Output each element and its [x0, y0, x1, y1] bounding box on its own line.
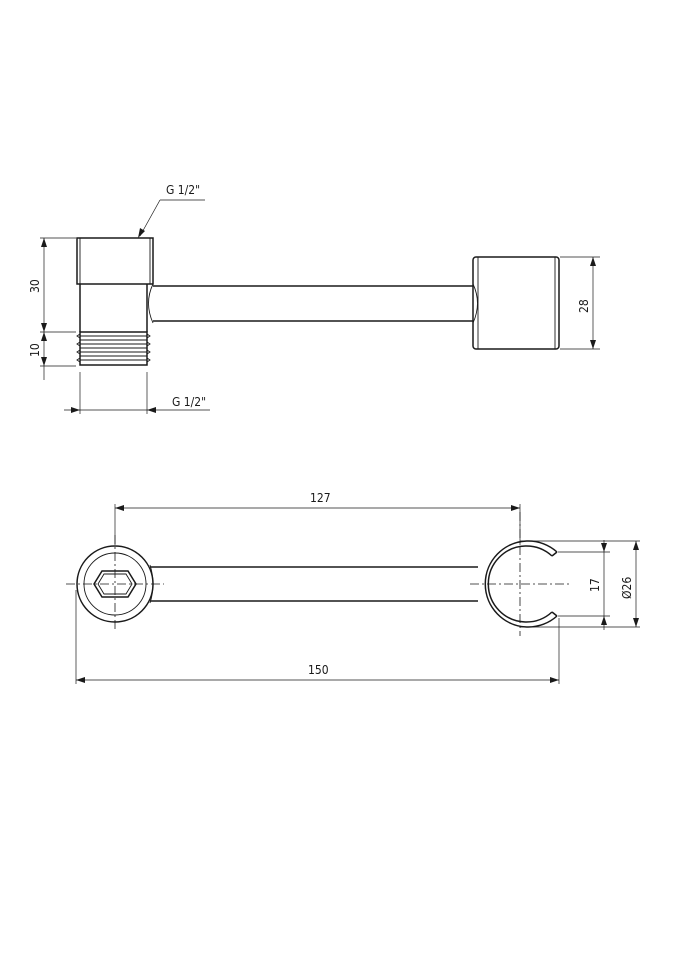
dim-10: 10	[28, 343, 42, 357]
dim-17	[558, 540, 610, 630]
leader-bottom	[64, 372, 210, 414]
dim-30: 30	[28, 279, 42, 293]
collar	[79, 284, 148, 332]
top-view: 127 150 17 Ø26	[66, 491, 640, 684]
thread-label-top: G 1/2"	[166, 183, 200, 197]
dim-127-label: 127	[310, 491, 331, 505]
side-view: G 1/2" G 1/2" 30 10	[28, 183, 600, 414]
dim-127	[114, 504, 521, 545]
dim-17-label: 17	[588, 578, 602, 592]
top-arm	[149, 564, 478, 604]
dim-28: 28	[577, 299, 591, 313]
hex-socket	[93, 570, 137, 598]
leader-top	[138, 199, 205, 238]
arm	[148, 283, 478, 324]
dim-26-label: Ø26	[620, 577, 634, 599]
dim-26	[520, 540, 640, 628]
thread	[76, 331, 151, 366]
hex-body	[76, 237, 154, 285]
dim-150-label: 150	[308, 663, 329, 677]
thread-label-bottom: G 1/2"	[172, 395, 206, 409]
holder-head	[472, 256, 560, 350]
dim-vertical-right	[560, 256, 600, 350]
dim-vertical-left	[40, 237, 76, 380]
left-hub	[66, 535, 164, 632]
dim-150	[75, 590, 560, 684]
